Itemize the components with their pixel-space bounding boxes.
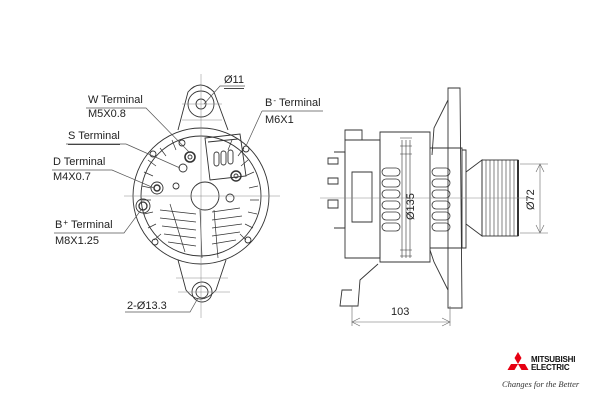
- brand-tagline: Changes for the Better: [502, 379, 580, 389]
- b-minus-prefix: B: [265, 97, 273, 109]
- b-plus-terminal-thread: M8X1.25: [55, 235, 100, 247]
- w-terminal-label: W Terminal: [88, 94, 143, 106]
- mount-length-label: 103: [391, 306, 410, 318]
- d-terminal-label: D Terminal: [53, 156, 106, 168]
- mitsubishi-logo-icon: [507, 352, 529, 370]
- mount-hole-bottom-label: 2-Ø13.3: [127, 300, 167, 312]
- b-minus-text: Terminal: [279, 97, 321, 109]
- b-minus-terminal-label: B-Terminal: [265, 96, 321, 110]
- s-terminal-label: S Terminal: [68, 130, 120, 145]
- b-plus-prefix: B: [55, 219, 63, 231]
- b-plus-text: Terminal: [71, 219, 113, 231]
- mount-hole-top-label: Ø11: [224, 74, 244, 89]
- body-diameter-label: Ø135: [405, 193, 417, 220]
- pulley-diameter-label: Ø72: [525, 189, 537, 210]
- w-terminal-thread: M5X0.8: [88, 108, 126, 120]
- brand-name: MITSUBISHI ELECTRIC: [531, 356, 575, 372]
- b-plus-terminal-label: B+Terminal: [55, 218, 113, 232]
- d-terminal-thread: M4X0.7: [53, 171, 91, 183]
- b-plus-sup: +: [63, 218, 69, 227]
- b-minus-terminal-thread: M6X1: [265, 114, 294, 126]
- b-minus-sup: -: [273, 96, 277, 105]
- brand-name-line2: ELECTRIC: [531, 363, 570, 372]
- brand-name-line1: MITSUBISHI: [531, 355, 576, 364]
- side-view: [320, 87, 548, 327]
